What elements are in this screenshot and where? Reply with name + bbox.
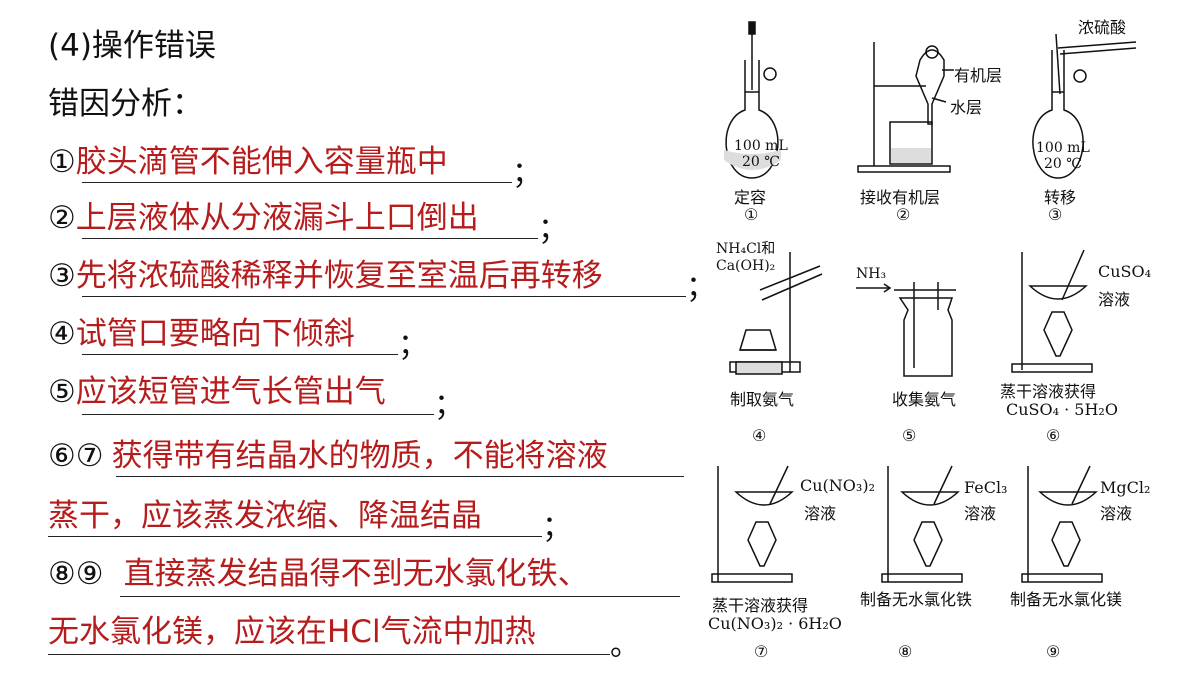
answer-4: ④试管口要略向下倾斜 (48, 314, 355, 354)
answer-marker: ② (48, 200, 76, 236)
section-heading: (4)操作错误 (48, 28, 216, 64)
volumetric-flask-3 (1032, 33, 1137, 179)
answer-end: ； (512, 156, 542, 191)
fig2-number: ② (896, 205, 911, 224)
solution-label-2: 溶液 (1100, 504, 1133, 523)
answer-underline (82, 238, 538, 239)
fig6-number: ⑥ (1046, 426, 1061, 445)
answer-underline (82, 296, 686, 297)
answer-underline (82, 414, 434, 415)
separatory-funnel-setup (857, 42, 954, 173)
fig8-number: ⑧ (898, 642, 913, 661)
analysis-heading: 错因分析： (48, 86, 203, 122)
ammonia-label: NH₃ (856, 266, 887, 282)
solution-label-2: 溶液 (804, 504, 837, 523)
answer-end: ； (538, 212, 568, 247)
fig6-caption: 蒸干溶液获得 (1000, 382, 1097, 401)
answer-text: 直接蒸发结晶得不到无水氯化铁、 (123, 556, 589, 592)
answer-marker: ⑧⑨ (48, 556, 104, 592)
answer-end: ； (686, 270, 716, 305)
answer-2: ②上层液体从分液漏斗上口倒出 (48, 198, 479, 238)
answer-underline (48, 654, 610, 655)
fig7-product: Cu(NO₃)₂ · 6H₂O (708, 614, 842, 633)
answer-end: ； (434, 388, 464, 423)
conc-sulfuric-acid-label: 浓硫酸 (1078, 18, 1127, 37)
answer-text: 上层液体从分液漏斗上口倒出 (75, 200, 479, 236)
reagent-label-2: Ca(OH)₂ (716, 258, 776, 274)
fig2-caption: 接收有机层 (860, 188, 941, 207)
answer-underline (116, 476, 684, 477)
solution-label-2: 溶液 (1098, 290, 1131, 309)
solution-label-2: 溶液 (964, 504, 997, 523)
fig4-caption: 制取氨气 (730, 390, 795, 409)
evaporating-dish-9 (1021, 465, 1103, 583)
solution-label-1: Cu(NO₃)₂ (800, 476, 875, 495)
answer-text: 应该短管进气长管出气 (75, 374, 386, 410)
answer-text: 先将浓硫酸稀释并恢复至室温后再转移 (75, 258, 603, 294)
fig9-number: ⑨ (1046, 642, 1061, 661)
fig7-caption: 蒸干溶液获得 (712, 596, 809, 615)
flask-volume-label: 100 mL (1036, 140, 1090, 156)
flask-temp-label: 20 ℃ (1044, 156, 1082, 172)
answer-5: ⑤应该短管进气长管出气 (48, 372, 386, 412)
fig5-number: ⑤ (902, 426, 917, 445)
answer-text: 获得带有结晶水的物质，不能将溶液 (111, 438, 608, 474)
answer-underline (82, 354, 398, 355)
fig8-caption: 制备无水氯化铁 (860, 590, 973, 609)
fig6-product: CuSO₄ · 5H₂O (1006, 400, 1118, 419)
evaporating-dish-6 (1011, 249, 1093, 373)
reagent-label-1: NH₄Cl和 (716, 241, 776, 257)
answer-end: ； (542, 510, 572, 545)
fig3-caption: 转移 (1044, 188, 1077, 207)
answer-end: ； (398, 328, 428, 363)
answer-marker: ③ (48, 258, 76, 294)
fig7-number: ⑦ (754, 642, 769, 661)
flask-temp-label: 20 ℃ (742, 154, 780, 170)
evaporating-dish-7 (711, 465, 794, 583)
volumetric-flask-1 (724, 21, 781, 179)
evaporating-dish-8 (881, 465, 963, 583)
answer-marker: ④ (48, 316, 76, 352)
answer-underline (120, 596, 680, 597)
gas-collection-bottle (856, 282, 956, 377)
answer-text: 胶头滴管不能伸入容量瓶中 (75, 144, 448, 180)
ammonia-generator (729, 252, 823, 375)
answer-marker: ⑤ (48, 374, 76, 410)
answer-end: 。 (610, 628, 640, 663)
solution-label-1: FeCl₃ (964, 478, 1008, 497)
fig1-number: ① (744, 205, 759, 224)
answer-underline (82, 182, 512, 183)
answer-marker: ① (48, 144, 76, 180)
answer-underline (48, 536, 542, 537)
answer-3: ③先将浓硫酸稀释并恢复至室温后再转移 (48, 256, 603, 296)
answer-text-continued: 蒸干，应该蒸发浓缩、降温结晶 (48, 498, 482, 534)
fig3-number: ③ (1048, 205, 1063, 224)
fig9-caption: 制备无水氯化镁 (1010, 590, 1123, 609)
solution-label-1: MgCl₂ (1100, 478, 1151, 497)
flask-volume-label: 100 mL (734, 138, 788, 154)
answer-1: ①胶头滴管不能伸入容量瓶中 (48, 142, 448, 182)
water-layer-label: 水层 (950, 98, 983, 117)
solution-label-1: CuSO₄ (1098, 262, 1152, 281)
answer-marker: ⑥⑦ (48, 438, 104, 474)
answer-text: 试管口要略向下倾斜 (75, 316, 355, 352)
fig4-number: ④ (752, 426, 767, 445)
fig5-caption: 收集氨气 (892, 390, 957, 409)
organic-layer-label: 有机层 (954, 66, 1003, 85)
answer-8-9: ⑧⑨ 直接蒸发结晶得不到无水氯化铁、 (48, 554, 589, 594)
answer-text-continued: 无水氯化镁，应该在HCl气流中加热 (48, 614, 536, 650)
fig1-caption: 定容 (734, 188, 767, 207)
